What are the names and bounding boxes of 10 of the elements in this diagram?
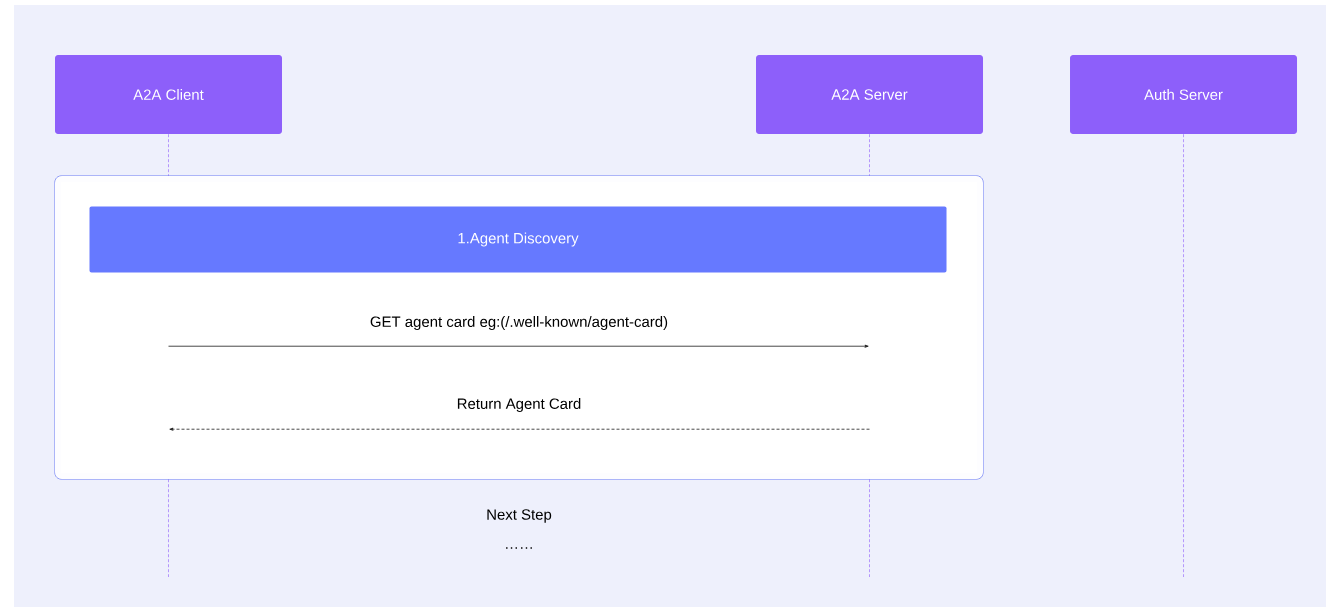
note-text: Next Step [487,509,552,523]
message-label: GET agent card eg:(/.well-known/agent-card) [370,316,668,330]
participant-box: A2A Client [55,55,282,134]
phase-band: 1.Agent Discovery [89,206,947,273]
message-arrow [169,427,870,431]
message-arrow [168,344,869,348]
participant-box: Auth Server [1070,55,1297,134]
message-label: Return Agent Card [457,398,581,412]
participant-box: A2A Server [756,55,983,134]
note-text: …… [506,547,532,549]
